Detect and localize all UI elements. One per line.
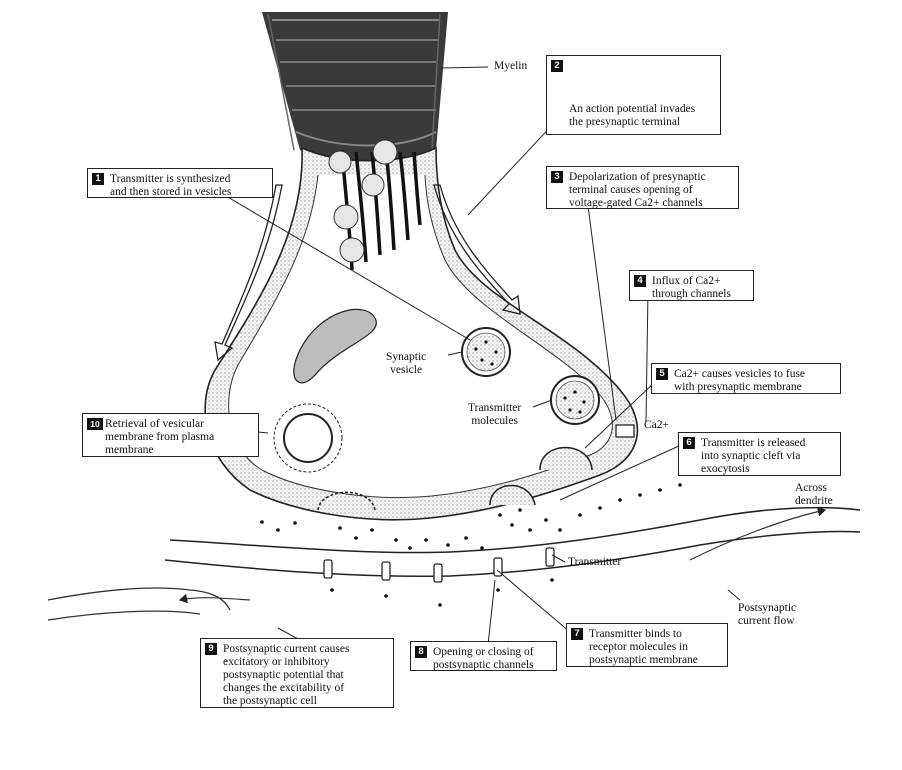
step-1-text: Transmitter is synthesized and then stor… [110,173,232,198]
coated-pit [317,491,376,511]
step-8-text: Opening or closing of postsynaptic chann… [433,646,534,671]
synaptic-vesicle [461,327,511,377]
step-1-number: 1 [92,173,104,185]
dendrite-flow-arrows [178,506,827,604]
step-2-text: An action potential invades the presynap… [569,103,696,128]
step-6-number: 6 [683,437,695,449]
axonal-vesicles [328,139,398,263]
leader-lines [169,66,741,646]
step-3-text: Depolarization of presynaptic terminal c… [569,171,706,209]
synaptic-vesicle-label: Synaptic vesicle [386,351,427,376]
step-7-text: Transmitter binds to receptor molecules … [589,628,698,666]
myelin-label: Myelin [494,60,528,72]
step-2-number: 2 [551,60,563,72]
docking-vesicle [550,375,600,425]
step-2-box: 2 An action potential invades the presyn… [546,55,721,135]
dendrite [47,587,231,621]
coated-vesicle [273,403,343,473]
step-8-box: 8 Opening or closing of postsynaptic cha… [410,641,557,671]
step-9-box: 9 Postsynaptic current causes excitatory… [200,638,394,708]
postsynaptic-membrane [164,506,861,578]
transmitter-label: Transmitter [568,556,622,568]
step-5-number: 5 [656,368,668,380]
mitochondrion [293,308,378,384]
transmitter-dots [260,340,682,607]
exocytosis-pocket [489,484,536,506]
step-7-number: 7 [571,628,583,640]
step-4-number: 4 [634,275,646,287]
step-3-box: 3 Depolarization of presynaptic terminal… [546,166,739,209]
fusing-vesicle [539,446,593,471]
step-5-box: 5 Ca2+ causes vesicles to fuse with pres… [651,363,841,394]
step-5-text: Ca2+ causes vesicles to fuse with presyn… [674,368,806,393]
step-3-number: 3 [551,171,563,183]
step-6-text: Transmitter is released into synaptic cl… [701,437,806,475]
step-1-box: 1 Transmitter is synthesized and then st… [87,168,273,198]
step-10-number: 10 [87,418,103,430]
calcium-ion-label: Ca2+ [644,419,670,431]
step-9-number: 9 [205,643,217,655]
calcium-channel [615,424,635,438]
receptor-channels [323,547,555,583]
step-4-text: Influx of Ca2+ through channels [652,275,731,300]
step-9-text: Postsynaptic current causes excitatory o… [223,643,350,707]
across-dendrite-label: Across dendrite [795,482,833,507]
transmitter-molecules-label: Transmitter molecules [468,402,522,427]
step-10-text: Retrieval of vesicular membrane from pla… [105,418,215,456]
step-4-box: 4 Influx of Ca2+ through channels [629,270,754,301]
step-8-number: 8 [415,646,427,658]
step-6-box: 6 Transmitter is released into synaptic … [678,432,841,476]
axon-current-arrows [214,184,521,362]
step-10-box: 10 Retrieval of vesicular membrane from … [82,413,259,457]
postsynaptic-current-flow-label: Postsynaptic current flow [738,602,797,627]
myelin-sheath [262,12,448,165]
step-7-box: 7 Transmitter binds to receptor molecule… [566,623,728,667]
